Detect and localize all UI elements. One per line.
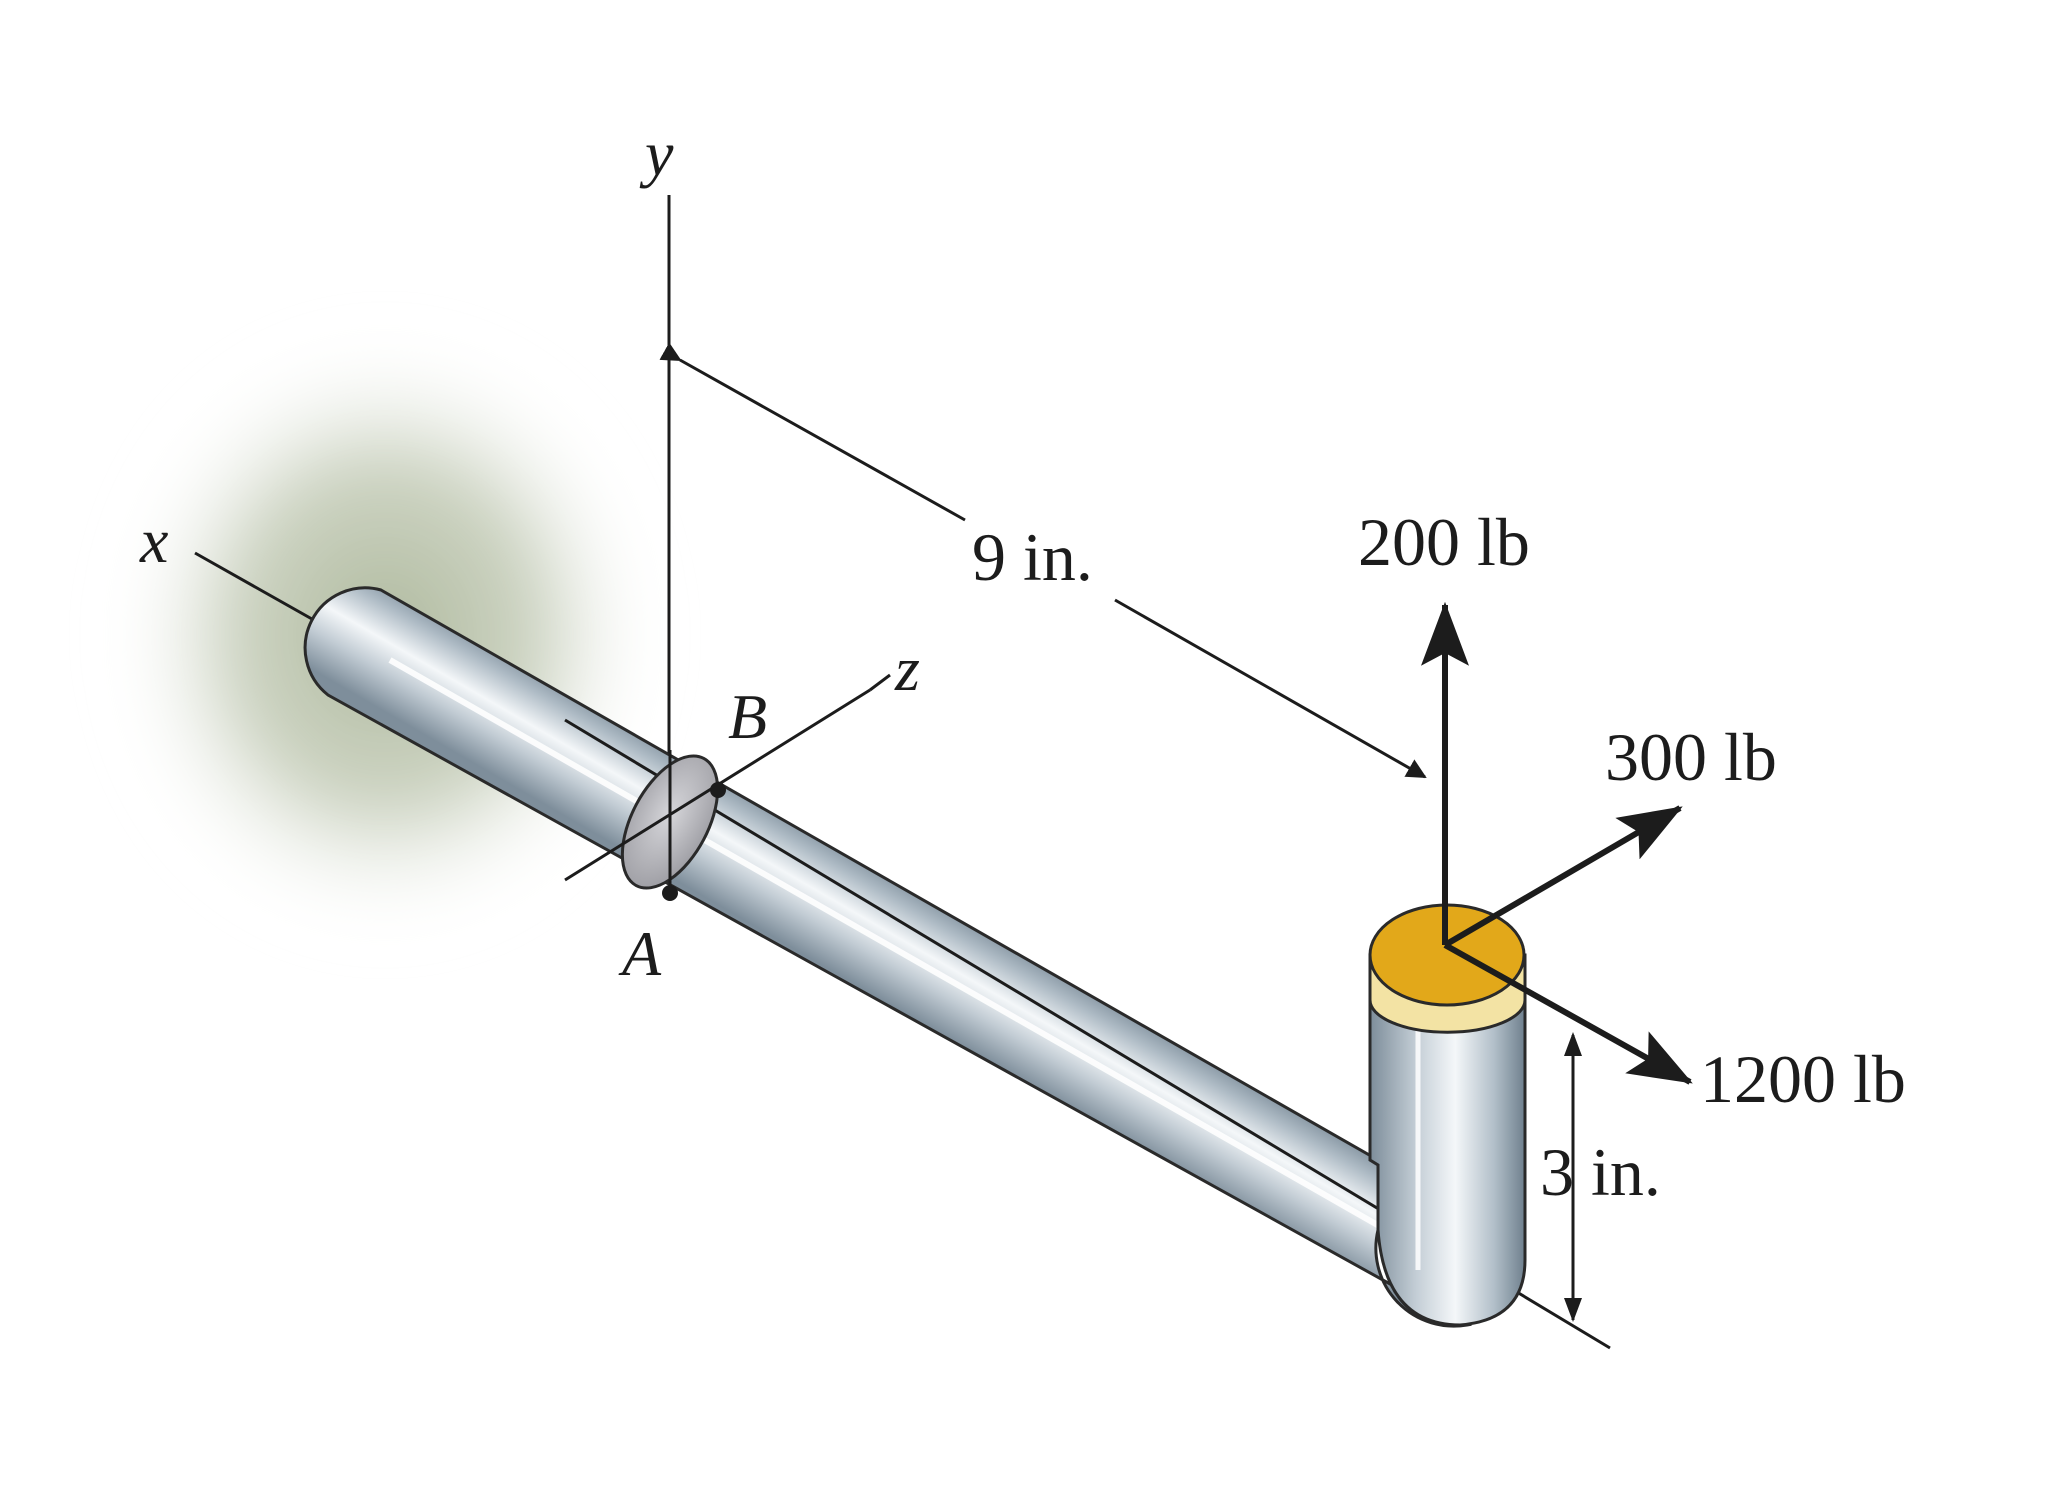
horizontal-pipe xyxy=(303,586,1473,1328)
force-vertical-label: 200 lb xyxy=(1358,504,1530,580)
length-dimension-label: 9 in. xyxy=(972,519,1093,595)
force-axial-label: 1200 lb xyxy=(1700,1041,1906,1117)
force-arrow-axial xyxy=(1443,942,1693,1085)
force-lateral-label: 300 lb xyxy=(1605,719,1777,795)
length-dimension-line-b xyxy=(1114,598,1427,779)
force-arrow-lateral xyxy=(1443,805,1683,948)
vertical-pipe xyxy=(1368,953,1527,1327)
axis-x-label: x xyxy=(139,505,168,576)
point-a-label: A xyxy=(618,918,662,989)
pipe-highlight xyxy=(388,657,1397,1238)
point-b-dot xyxy=(710,782,726,798)
z-axis-tip xyxy=(869,673,891,692)
length-dimension-line-a xyxy=(659,342,966,522)
height-dimension-label: 3 in. xyxy=(1540,1134,1661,1210)
point-b-label: B xyxy=(728,681,767,752)
height-dimension-arrow-bottom xyxy=(1564,1298,1582,1322)
axis-y-label: y xyxy=(639,118,674,189)
axis-z-label: z xyxy=(894,633,920,704)
height-dimension-arrow-top xyxy=(1564,1032,1582,1056)
